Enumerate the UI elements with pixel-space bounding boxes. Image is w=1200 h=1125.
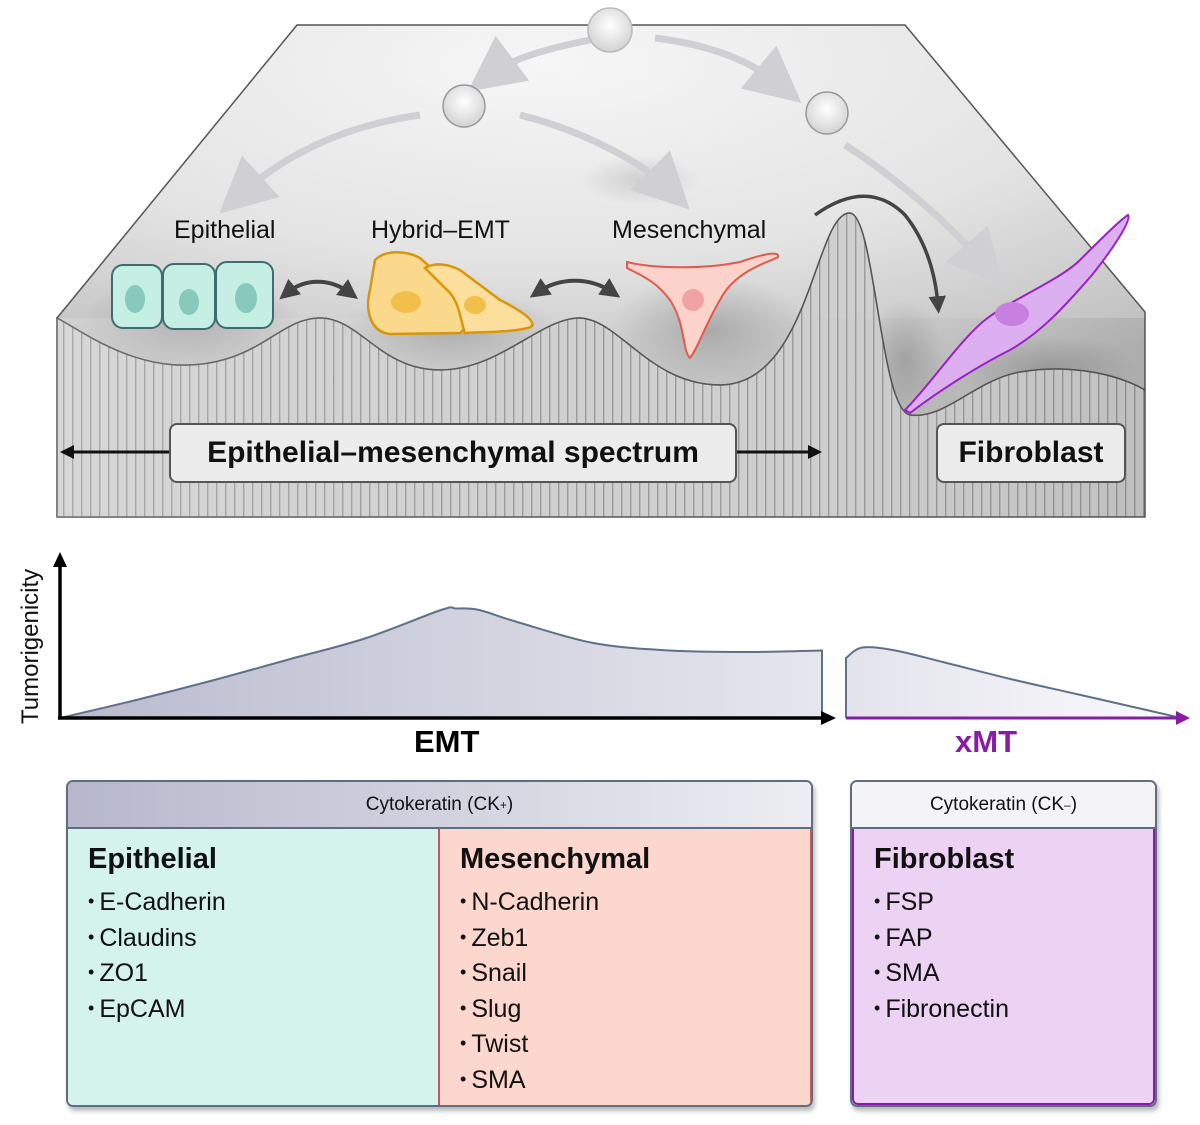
emt-curve (59, 606, 823, 719)
trajectory-arrow (467, 35, 591, 92)
mesenchymal-marker-column: Mesenchymal N-Cadherin Zeb1 Snail Slug T… (440, 829, 811, 1105)
ck-negative-panel: Cytokeratin (CK–) Fibroblast FSP FAP SMA… (850, 780, 1157, 1107)
ck-negative-header-close: ) (1070, 793, 1078, 815)
marker-item: FAP (874, 920, 1133, 956)
marker-item: N-Cadherin (460, 884, 790, 920)
mesenchymal-marker-title: Mesenchymal (460, 843, 651, 875)
emt-axis-arrowhead (821, 711, 836, 725)
mesenchymal-cell-label: Mesenchymal (612, 216, 767, 244)
marker-item: Snail (460, 955, 790, 991)
ck-negative-header: Cytokeratin (CK–) (852, 782, 1155, 829)
progenitor-ball (587, 7, 633, 53)
epithelial-marker-title: Epithelial (88, 843, 217, 875)
xmt-curve (845, 646, 1176, 718)
fibroblast-marker-column: Fibroblast FSP FAP SMA Fibronectin (852, 829, 1155, 1105)
trajectory-arrow (843, 142, 1004, 287)
marker-item: Slug (460, 991, 790, 1027)
transition-arrow-icon (813, 194, 946, 314)
ck-negative-header-text: Cytokeratin (CK (929, 793, 1065, 815)
y-axis-arrowhead (53, 552, 67, 567)
progenitor-ball (442, 84, 486, 128)
ck-positive-header-close: ) (506, 793, 514, 815)
trajectory-arrow (654, 34, 802, 103)
marker-item: Fibronectin (874, 991, 1133, 1027)
emt-axis-label: EMT (414, 724, 480, 759)
xmt-axis-arrowhead (1176, 711, 1190, 725)
xmt-axis-label: xMT (955, 724, 1017, 759)
ck-positive-header-text: Cytokeratin (CK (365, 793, 500, 815)
marker-item: ZO1 (88, 955, 418, 991)
fibroblast-label-box: Fibroblast (936, 423, 1126, 483)
mesenchymal-marker-list: N-Cadherin Zeb1 Snail Slug Twist SMA (460, 884, 790, 1097)
bidirectional-arrow-icon (529, 278, 621, 298)
ck-negative-sign: – (1064, 797, 1071, 812)
marker-item: Twist (460, 1026, 790, 1062)
marker-item: EpCAM (88, 991, 418, 1027)
marker-item: SMA (874, 955, 1133, 991)
hybrid-emt-cells (366, 251, 534, 336)
y-axis-label: Tumorigenicity (17, 568, 44, 724)
marker-item: Zeb1 (460, 920, 790, 956)
epithelial-marker-column: Epithelial E-Cadherin Claudins ZO1 EpCAM (68, 829, 440, 1105)
hybrid-emt-cell-label: Hybrid–EMT (371, 216, 510, 244)
trajectory-arrow (519, 111, 690, 210)
mesenchymal-cell (626, 252, 779, 360)
ck-positive-sign: + (499, 797, 507, 812)
marker-item: FSP (874, 884, 1133, 920)
progenitor-ball (805, 91, 849, 135)
epithelial-cells (111, 261, 274, 330)
ck-positive-header: Cytokeratin (CK+) (68, 782, 811, 829)
tumorigenicity-plot (53, 552, 1190, 725)
epithelial-marker-list: E-Cadherin Claudins ZO1 EpCAM (88, 884, 418, 1026)
emt-area (60, 607, 822, 718)
ck-positive-panel: Cytokeratin (CK+) Epithelial E-Cadherin … (66, 780, 813, 1107)
trajectory-arrow (219, 111, 421, 214)
epithelial-cell-label: Epithelial (174, 216, 276, 244)
fibroblast-cell (903, 213, 1130, 415)
marker-item: E-Cadherin (88, 884, 418, 920)
marker-item: SMA (460, 1062, 790, 1098)
bidirectional-arrow-icon (279, 278, 359, 300)
xmt-area (846, 647, 1175, 718)
spectrum-label-box: Epithelial–mesenchymal spectrum (169, 423, 737, 483)
fibroblast-marker-title: Fibroblast (874, 843, 1015, 875)
marker-item: Claudins (88, 920, 418, 956)
fibroblast-marker-list: FSP FAP SMA Fibronectin (874, 884, 1133, 1026)
